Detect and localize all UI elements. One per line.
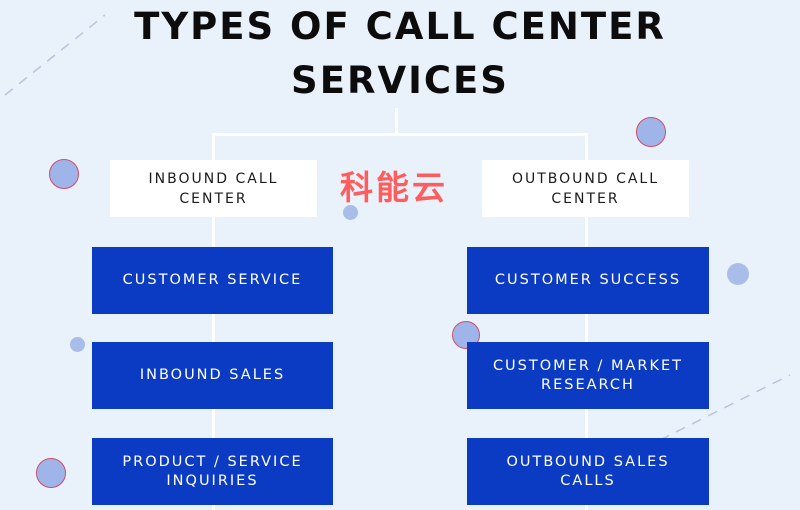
- service-label-line-1: CUSTOMER / MARKET: [492, 357, 684, 374]
- service-box-customer-success: CUSTOMER SUCCESS: [467, 247, 709, 314]
- title-line-1: TYPES OF CALL CENTER: [134, 5, 666, 48]
- decorative-dot: [343, 205, 358, 220]
- decorative-dot: [70, 337, 85, 352]
- connector-right-vertical: [585, 133, 588, 510]
- service-box-inbound-sales: INBOUND SALES: [92, 342, 333, 409]
- service-label-line-2: CALLS: [560, 472, 616, 489]
- service-label-line-2: RESEARCH: [541, 376, 635, 393]
- connector-horizontal: [212, 133, 587, 136]
- decorative-dot: [727, 263, 749, 285]
- decorative-dot: [36, 458, 66, 488]
- service-box-customer-service: CUSTOMER SERVICE: [92, 247, 333, 314]
- inbound-header-line-1: INBOUND CALL: [148, 170, 279, 187]
- outbound-header-line-1: OUTBOUND CALL: [511, 170, 660, 187]
- connector-left-vertical: [212, 133, 215, 510]
- inbound-header-line-2: CENTER: [179, 190, 248, 207]
- service-label-line-1: CUSTOMER SUCCESS: [494, 272, 682, 288]
- service-label-line-1: INBOUND SALES: [139, 367, 286, 383]
- service-box-product-service-inquiries: PRODUCT / SERVICE INQUIRIES: [92, 438, 333, 505]
- page-title: TYPES OF CALL CENTER SERVICES: [0, 0, 800, 108]
- title-line-2: SERVICES: [291, 59, 509, 102]
- service-box-customer-market-research: CUSTOMER / MARKET RESEARCH: [467, 342, 709, 409]
- decorative-dot: [49, 159, 79, 189]
- watermark-text: 科能云: [340, 168, 448, 207]
- service-box-outbound-sales-calls: OUTBOUND SALES CALLS: [467, 438, 709, 505]
- service-label-line-1: OUTBOUND SALES: [506, 453, 670, 470]
- service-label-line-2: INQUIRIES: [166, 472, 259, 489]
- outbound-header-box: OUTBOUND CALL CENTER: [482, 160, 689, 217]
- connector-root: [395, 108, 398, 135]
- service-label-line-1: PRODUCT / SERVICE: [122, 453, 303, 470]
- inbound-header-box: INBOUND CALL CENTER: [110, 160, 317, 217]
- service-label-line-1: CUSTOMER SERVICE: [122, 272, 303, 288]
- decorative-dot: [636, 117, 666, 147]
- outbound-header-line-2: CENTER: [551, 190, 620, 207]
